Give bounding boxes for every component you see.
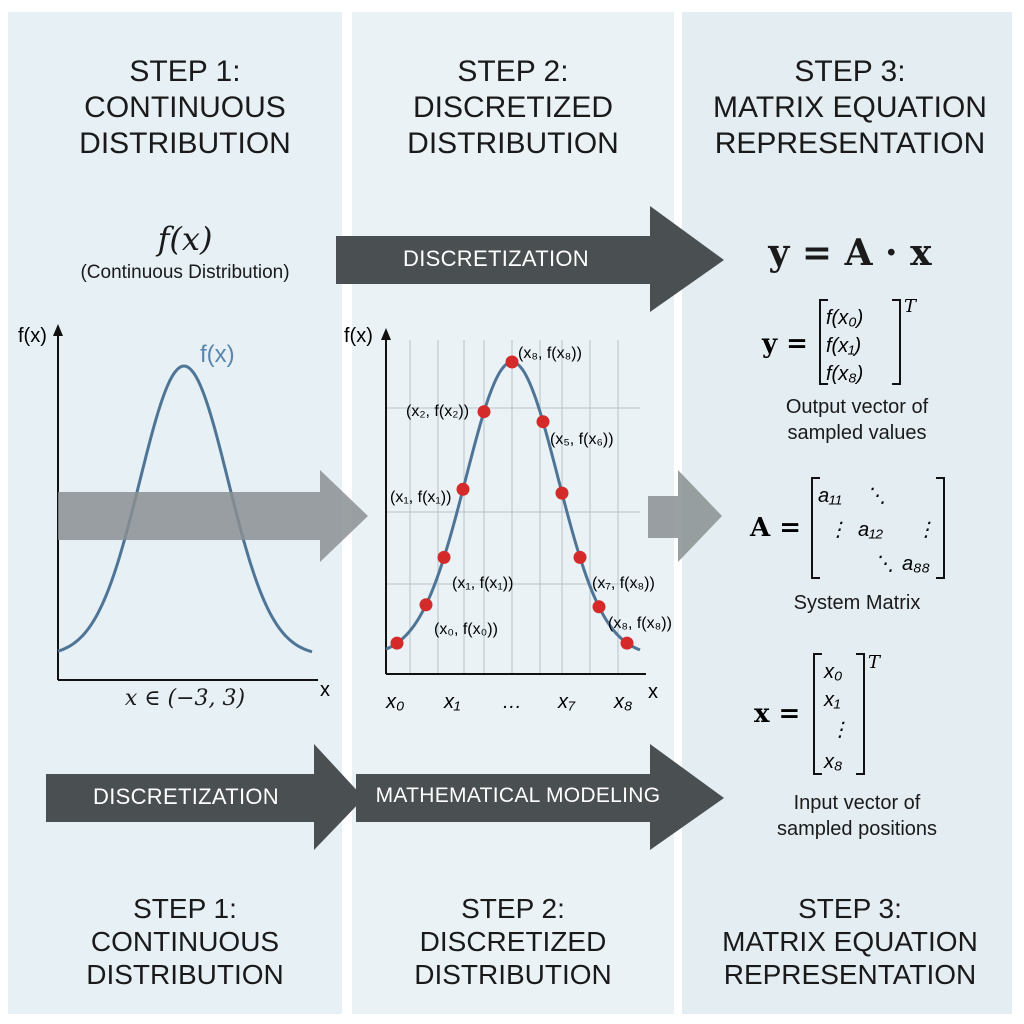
arrow-shape xyxy=(58,470,368,562)
step2-footer: STEP 2: DISCRETIZED DISTRIBUTION xyxy=(414,893,612,990)
continuous-curve xyxy=(57,364,313,654)
arrow-shape xyxy=(336,206,724,312)
arrow-shape xyxy=(356,744,724,850)
bottom-right-arrow-label: MATHEMATICAL MODELING xyxy=(375,784,661,807)
matrix-entry: ⋮ xyxy=(828,519,848,541)
right-bracket xyxy=(936,477,945,579)
x-entry: x₁ xyxy=(823,689,840,711)
matrix-entry: ⋮ xyxy=(916,519,936,541)
continuous-plot: f(x) x f(x) xyxy=(18,324,330,701)
step3-panel xyxy=(682,12,1012,1014)
x-ticks: x₀ x₁ … x₇ x₈ xyxy=(385,691,632,713)
point-label: (x₂, f(x₂)) xyxy=(406,403,469,420)
right-bracket xyxy=(856,653,865,775)
tick-label: x₀ xyxy=(385,691,404,713)
step3-footer: STEP 3: MATRIX EQUATION REPRESENTATION xyxy=(722,893,978,990)
sample-point xyxy=(477,405,491,419)
x-vector-lhs: x = xyxy=(754,699,800,729)
tick-label: x₁ xyxy=(443,691,460,713)
sample-points xyxy=(390,355,634,650)
x-vector-caption: Input vector of sampled positions xyxy=(776,792,938,840)
transpose-mark: T xyxy=(904,296,918,317)
mathematical-modeling-arrow xyxy=(356,744,724,850)
sample-point xyxy=(536,415,550,429)
discretized-plot: f(x) x (x₈, f(x₈)) (x₂, f(x₂)) (x₅, f(x₆… xyxy=(344,325,672,713)
left-bracket xyxy=(819,299,828,385)
matrix-lhs: A = xyxy=(749,513,801,543)
point-labels: (x₈, f(x₈)) (x₂, f(x₂)) (x₅, f(x₆)) (x₁,… xyxy=(390,345,672,638)
bottom-discretization-arrow xyxy=(46,744,364,850)
x-axis-label: x xyxy=(320,679,330,701)
domain-label: x ∈ (−3, 3) xyxy=(124,686,246,711)
function-symbol: f(x) xyxy=(157,220,213,258)
x-entry: x₀ xyxy=(823,661,842,683)
matrix-entry: ⋱ xyxy=(874,553,894,575)
tick-label: x₇ xyxy=(557,691,576,713)
point-label: (x₀, f(x₀)) xyxy=(434,621,498,638)
point-label: (x₁, f(x₁)) xyxy=(390,489,451,506)
y-entry: f(x₁) xyxy=(826,335,861,357)
matrix-entry: a₁₁ xyxy=(818,485,842,507)
left-bracket xyxy=(813,653,822,775)
y-axis-label: f(x) xyxy=(18,325,47,347)
point-label: (x₈, f(x₈)) xyxy=(608,615,672,632)
transpose-mark: T xyxy=(868,652,882,673)
y-entry: f(x₈) xyxy=(826,363,863,385)
tick-label: x₈ xyxy=(613,691,632,713)
sample-point xyxy=(592,600,606,614)
x-vector: x = x₀ x₁ ⋮ x₈ T xyxy=(754,652,882,775)
system-matrix: A = a₁₁ ⋱ ⋮ a₁₂ ⋮ ⋱ a₈₈ xyxy=(749,477,945,579)
point-label: (x₅, f(x₆)) xyxy=(550,431,614,448)
sample-point xyxy=(573,550,587,564)
step1-footer: STEP 1: CONTINUOUS DISTRIBUTION xyxy=(86,893,284,990)
y-vector-caption: Output vector of sampled values xyxy=(785,396,929,444)
sample-point xyxy=(620,636,634,650)
middle-arrow-left xyxy=(58,470,368,562)
sample-point xyxy=(419,598,433,612)
matrix-entry: a₁₂ xyxy=(858,519,883,541)
sample-point xyxy=(390,636,404,650)
curve-label: f(x) xyxy=(200,341,235,368)
point-label: (x₁, f(x₁)) xyxy=(452,575,513,592)
arrow-shape xyxy=(648,470,722,562)
sample-point xyxy=(456,482,470,496)
step2-panel xyxy=(352,12,674,1014)
arrow-shape xyxy=(46,744,364,850)
y-vector: y = f(x₀) f(x₁) f(x₈) T xyxy=(761,296,918,385)
matrix-caption: System Matrix xyxy=(793,592,921,614)
top-arrow-label: DISCRETIZATION xyxy=(403,246,589,271)
tick-label: … xyxy=(502,691,522,713)
y-entry: f(x₀) xyxy=(826,307,863,329)
right-bracket xyxy=(892,299,901,385)
top-discretization-arrow xyxy=(336,206,724,312)
sample-point xyxy=(505,355,519,369)
matrix-entry: a₈₈ xyxy=(902,553,930,575)
point-label: (x₈, f(x₈)) xyxy=(518,345,582,362)
bottom-left-arrow-label: DISCRETIZATION xyxy=(93,784,279,809)
step3-title: STEP 3: MATRIX EQUATION REPRESENTATION xyxy=(713,55,987,160)
function-caption: (Continuous Distribution) xyxy=(80,262,290,283)
left-bracket xyxy=(811,477,820,579)
step1-title: STEP 1: CONTINUOUS DISTRIBUTION xyxy=(79,55,291,160)
matrix-entry: ⋱ xyxy=(866,485,886,507)
grid xyxy=(386,340,640,674)
sample-point xyxy=(555,486,569,500)
sample-point xyxy=(437,550,451,564)
y-vector-lhs: y = xyxy=(761,329,808,359)
middle-arrow-right xyxy=(648,470,722,562)
step2-title: STEP 2: DISCRETIZED DISTRIBUTION xyxy=(407,55,619,160)
matrix-equation: y = A · x xyxy=(768,232,932,274)
x-axis-label: x xyxy=(648,681,658,703)
point-label: (x₇, f(x₈)) xyxy=(592,575,655,592)
x-entry: ⋮ xyxy=(830,719,850,741)
x-entry: x₈ xyxy=(823,751,842,773)
y-axis-label: f(x) xyxy=(344,325,373,347)
y-axis-arrowhead xyxy=(53,324,63,336)
y-axis-arrowhead xyxy=(381,328,391,340)
